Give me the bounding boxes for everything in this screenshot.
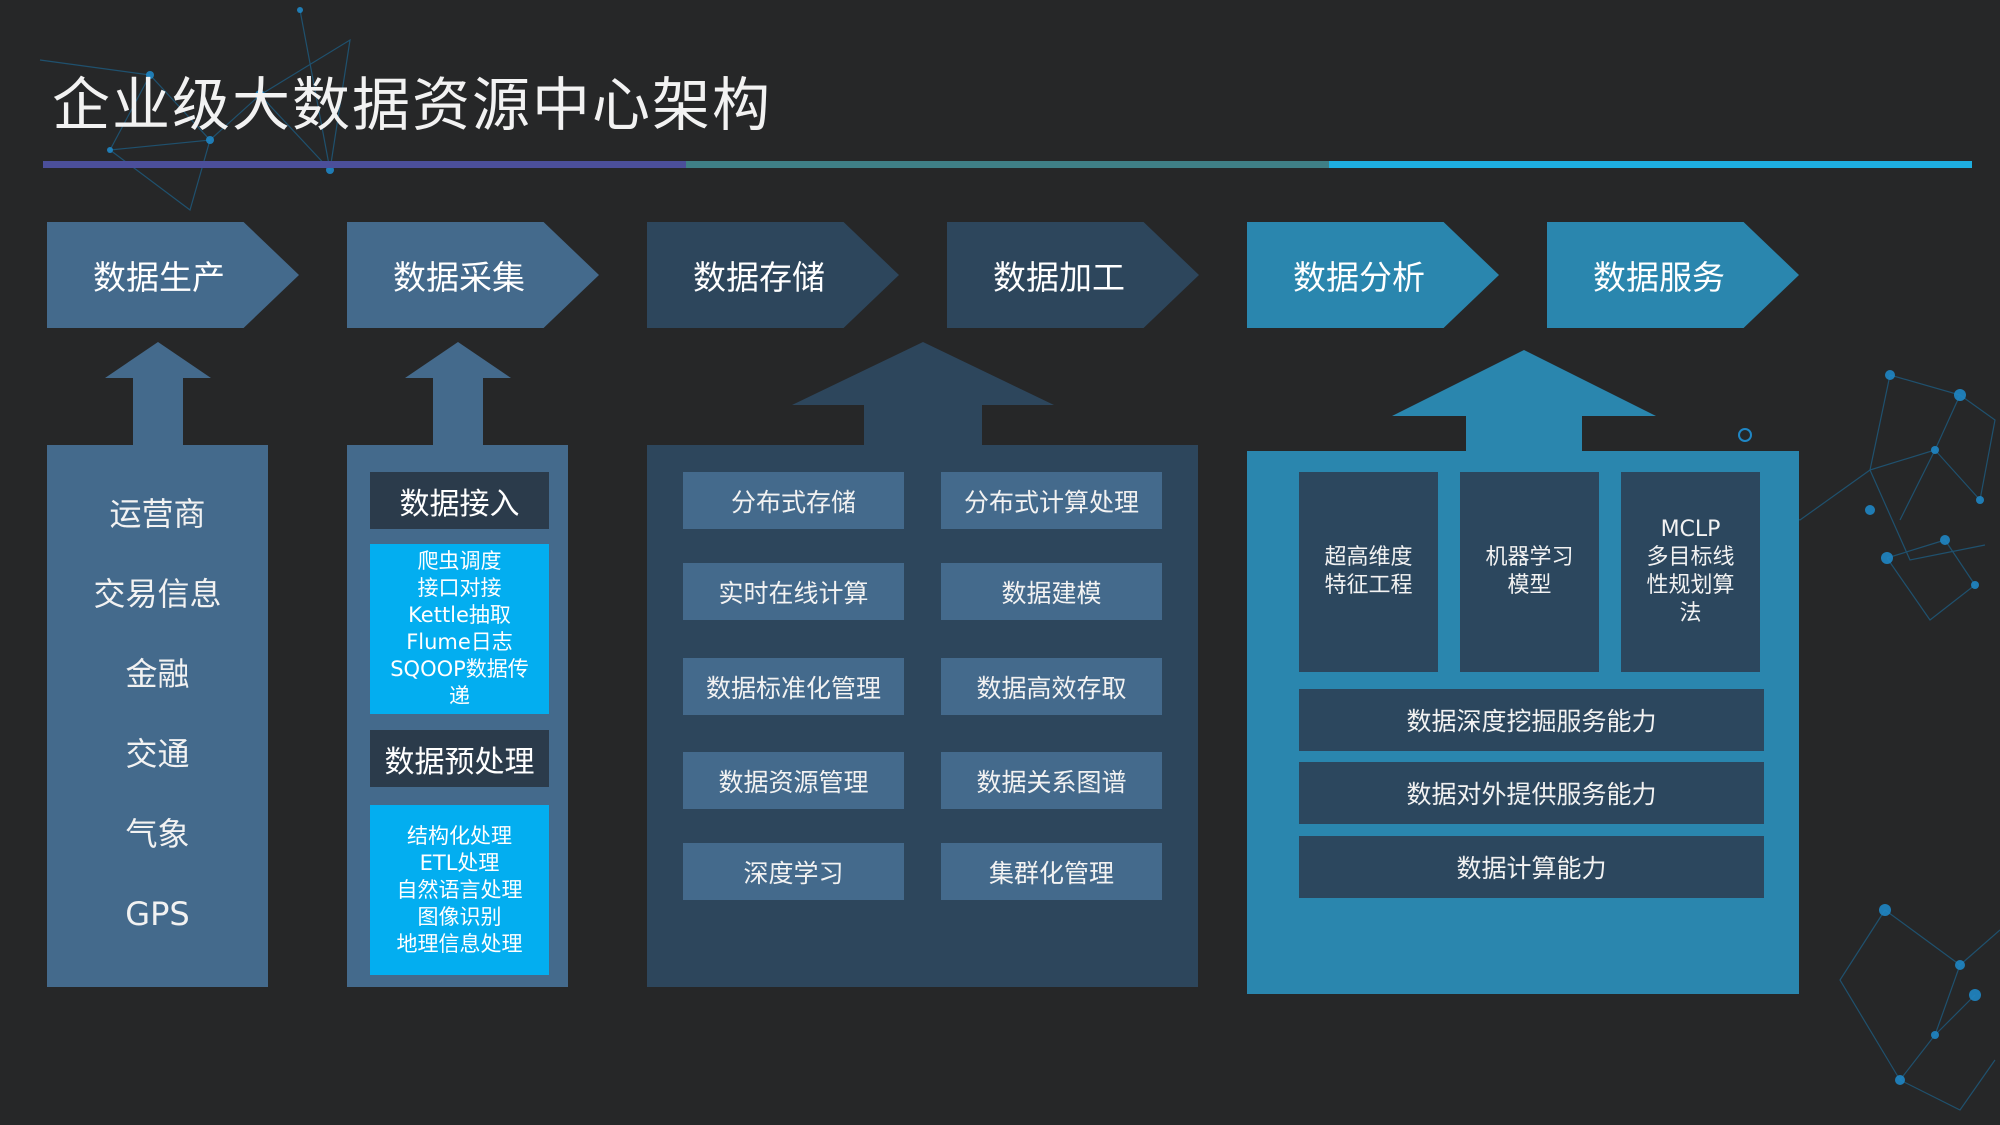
block-line: 模型 — [1507, 572, 1551, 600]
up-arrow-icon — [105, 342, 211, 447]
ingest-item: 接口对接 — [418, 575, 502, 602]
up-arrow-icon — [792, 342, 1054, 447]
ingest-item: Kettle抽取 — [408, 602, 511, 629]
title-underline-segment — [1329, 161, 1972, 168]
block-line: 超高维度 — [1324, 544, 1412, 572]
production-sources-panel: 运营商 交易信息 金融 交通 气象 GPS — [47, 445, 268, 987]
page-title: 企业级大数据资源中心架构 — [52, 58, 772, 142]
storage-item: 分布式存储 — [683, 472, 904, 529]
up-arrow-icon — [405, 342, 511, 447]
source-item: 交易信息 — [47, 565, 268, 645]
storage-item: 数据资源管理 — [683, 752, 904, 809]
preprocess-item: 自然语言处理 — [397, 877, 523, 904]
block-line: 法 — [1679, 600, 1701, 628]
capability-bar: 数据计算能力 — [1299, 836, 1764, 898]
source-item: 气象 — [47, 805, 268, 885]
preprocess-item: 结构化处理 — [407, 823, 512, 850]
ingest-item: 递 — [449, 683, 470, 710]
block-line: 机器学习 — [1485, 544, 1573, 572]
ingest-item: Flume日志 — [406, 629, 513, 656]
feature-engineering-block: 超高维度 特征工程 — [1299, 472, 1438, 672]
processing-item: 数据建模 — [941, 563, 1162, 620]
ingest-methods: 爬虫调度 接口对接 Kettle抽取 Flume日志 SQOOP数据传 递 — [370, 544, 549, 714]
processing-item: 集群化管理 — [941, 843, 1162, 900]
storage-item: 实时在线计算 — [683, 563, 904, 620]
processing-item: 数据高效存取 — [941, 658, 1162, 715]
collection-panel: 数据接入 爬虫调度 接口对接 Kettle抽取 Flume日志 SQOOP数据传… — [347, 445, 568, 987]
block-line: 特征工程 — [1324, 572, 1412, 600]
preprocess-item: 图像识别 — [418, 904, 502, 931]
source-list: 运营商 交易信息 金融 交通 气象 GPS — [47, 485, 268, 965]
mclp-block: MCLP 多目标线 性规划算 法 — [1621, 472, 1760, 672]
title-underline-segment — [43, 161, 686, 168]
capability-bar: 数据对外提供服务能力 — [1299, 762, 1764, 824]
ingest-title: 数据接入 — [370, 472, 549, 529]
capability-bar: 数据深度挖掘服务能力 — [1299, 689, 1764, 751]
analysis-service-panel: 超高维度 特征工程 机器学习 模型 MCLP 多目标线 性规划算 法 数据深度挖… — [1247, 451, 1799, 994]
preprocess-methods: 结构化处理 ETL处理 自然语言处理 图像识别 地理信息处理 — [370, 805, 549, 975]
preprocess-item: 地理信息处理 — [397, 931, 523, 958]
block-line: 多目标线 — [1646, 544, 1734, 572]
storage-item: 数据标准化管理 — [683, 658, 904, 715]
ingest-item: 爬虫调度 — [418, 548, 502, 575]
up-arrow-icon — [1392, 350, 1656, 453]
source-item: 金融 — [47, 645, 268, 725]
source-item: GPS — [47, 885, 268, 965]
storage-item: 深度学习 — [683, 843, 904, 900]
block-line: MCLP — [1661, 516, 1721, 544]
source-item: 交通 — [47, 725, 268, 805]
title-underline-segment — [686, 161, 1329, 168]
preprocess-title: 数据预处理 — [370, 730, 549, 787]
source-item: 运营商 — [47, 485, 268, 565]
preprocess-item: ETL处理 — [420, 850, 500, 877]
processing-item: 分布式计算处理 — [941, 472, 1162, 529]
processing-item: 数据关系图谱 — [941, 752, 1162, 809]
ingest-item: SQOOP数据传 — [390, 656, 529, 683]
block-line: 性规划算 — [1646, 572, 1734, 600]
storage-processing-panel: 分布式存储 分布式计算处理 实时在线计算 数据建模 数据标准化管理 数据高效存取… — [647, 445, 1198, 987]
machine-learning-block: 机器学习 模型 — [1460, 472, 1599, 672]
